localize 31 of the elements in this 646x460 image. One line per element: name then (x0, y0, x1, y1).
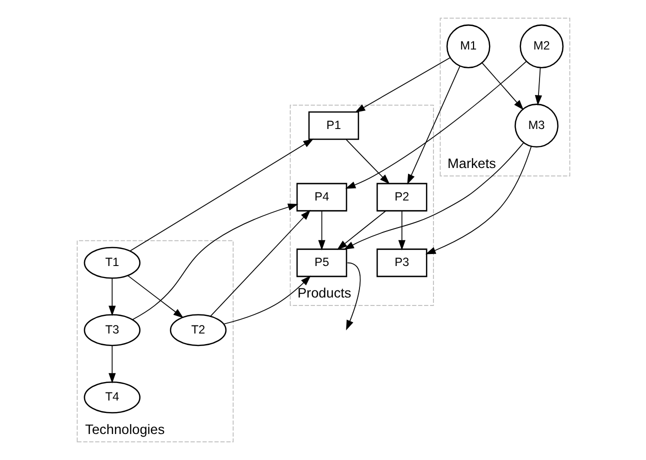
arrow (129, 138, 314, 252)
arrow (127, 275, 184, 318)
arrow (406, 66, 460, 184)
arrow (336, 210, 386, 250)
arrow (354, 57, 450, 113)
node-box: P3 (376, 248, 427, 278)
node-ellipse: T1 (83, 246, 140, 279)
node-circle: M3 (514, 104, 558, 148)
arrow (318, 210, 325, 250)
arrow (534, 68, 542, 106)
arrow (344, 60, 526, 189)
arrow (108, 345, 116, 384)
arrow (132, 204, 298, 320)
arrow (210, 210, 310, 317)
arrow (343, 142, 524, 250)
arrow (424, 146, 532, 254)
arrow (481, 62, 524, 110)
node-ellipse: T4 (83, 381, 140, 414)
node-box: P1 (308, 111, 359, 140)
node-box: P2 (376, 182, 427, 212)
arrow (222, 276, 310, 324)
node-circle: M1 (446, 24, 490, 68)
node-circle: M2 (519, 24, 564, 68)
node-box: P5 (296, 248, 347, 278)
node-ellipse: T3 (83, 314, 140, 346)
arrow (346, 262, 360, 330)
arrow (345, 139, 390, 184)
arrow (398, 210, 405, 250)
node-ellipse: T2 (169, 314, 226, 346)
arrow (108, 278, 116, 316)
node-box: P4 (296, 182, 347, 212)
